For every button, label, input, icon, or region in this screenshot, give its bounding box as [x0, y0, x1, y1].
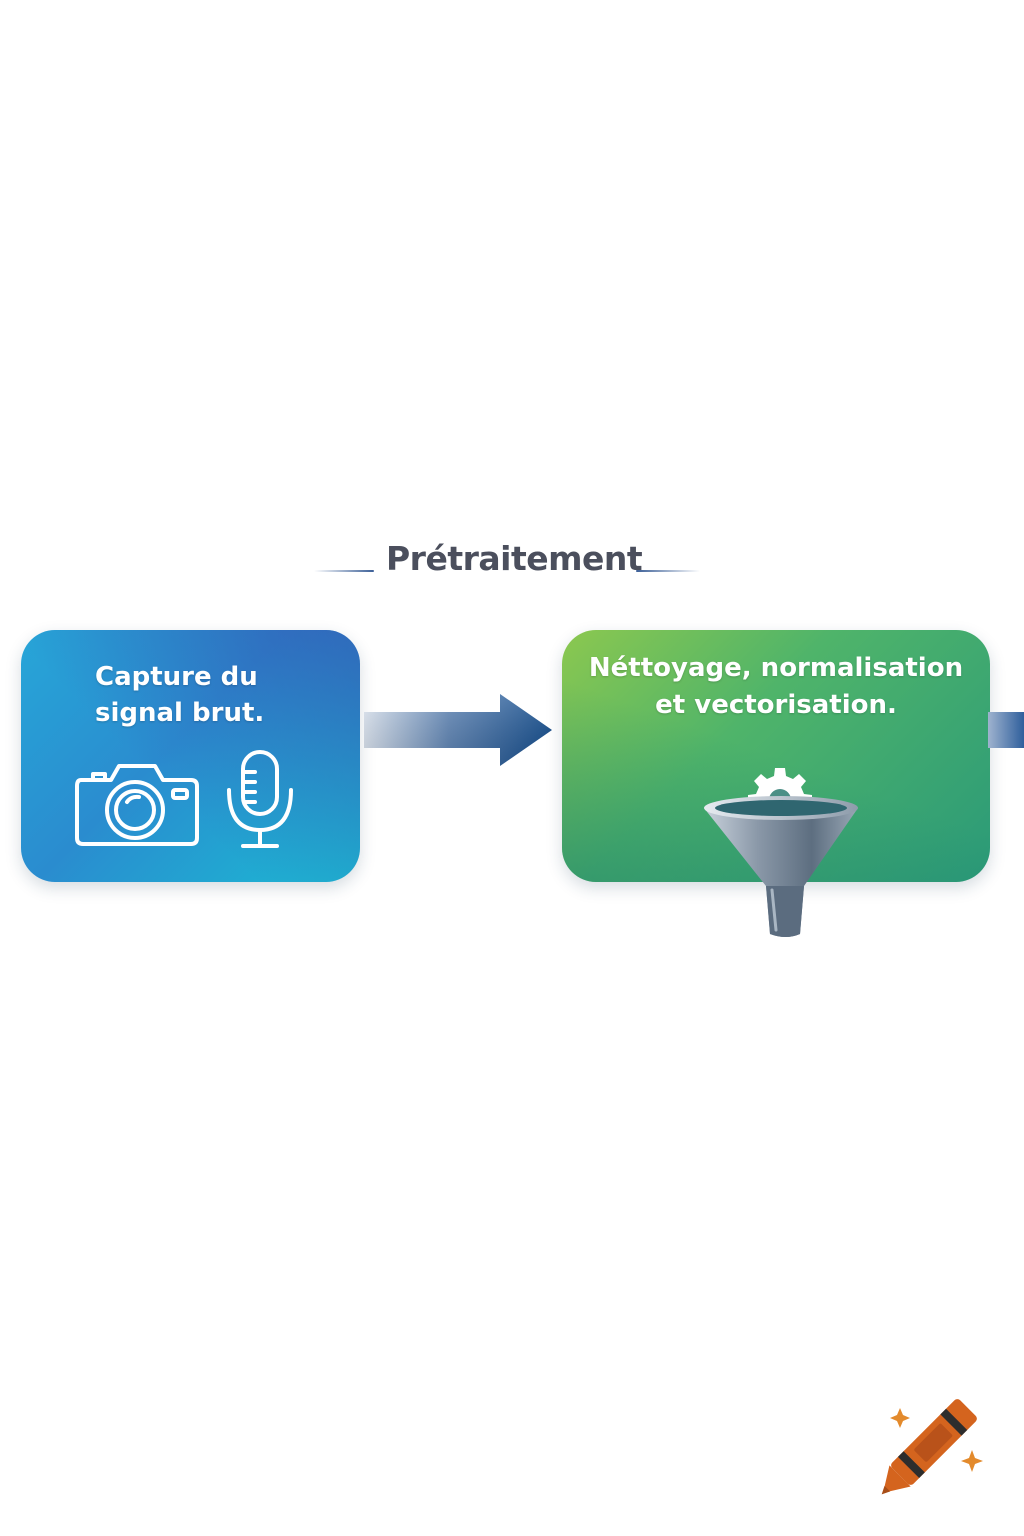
- step-label-cleaning: Néttoyage, normalisation et vectorisatio…: [588, 653, 964, 720]
- step-card-cleaning: Néttoyage, normalisation et vectorisatio…: [562, 630, 990, 937]
- step-label-capture: Capture du signal brut.: [95, 662, 265, 728]
- next-step-connector: [988, 712, 1024, 748]
- microphone-icon: [221, 748, 299, 852]
- title-right-rule: [636, 570, 700, 572]
- title-left-rule: [314, 570, 374, 572]
- step-card-capture: Capture du signal brut.: [21, 630, 360, 882]
- section-title: Prétraitement: [386, 539, 643, 578]
- section-header: Prétraitement: [300, 536, 724, 586]
- funnel-icon: [700, 792, 864, 940]
- camera-icon: [73, 760, 201, 848]
- crayon-icon: [860, 1378, 992, 1500]
- flow-arrow: [360, 690, 556, 772]
